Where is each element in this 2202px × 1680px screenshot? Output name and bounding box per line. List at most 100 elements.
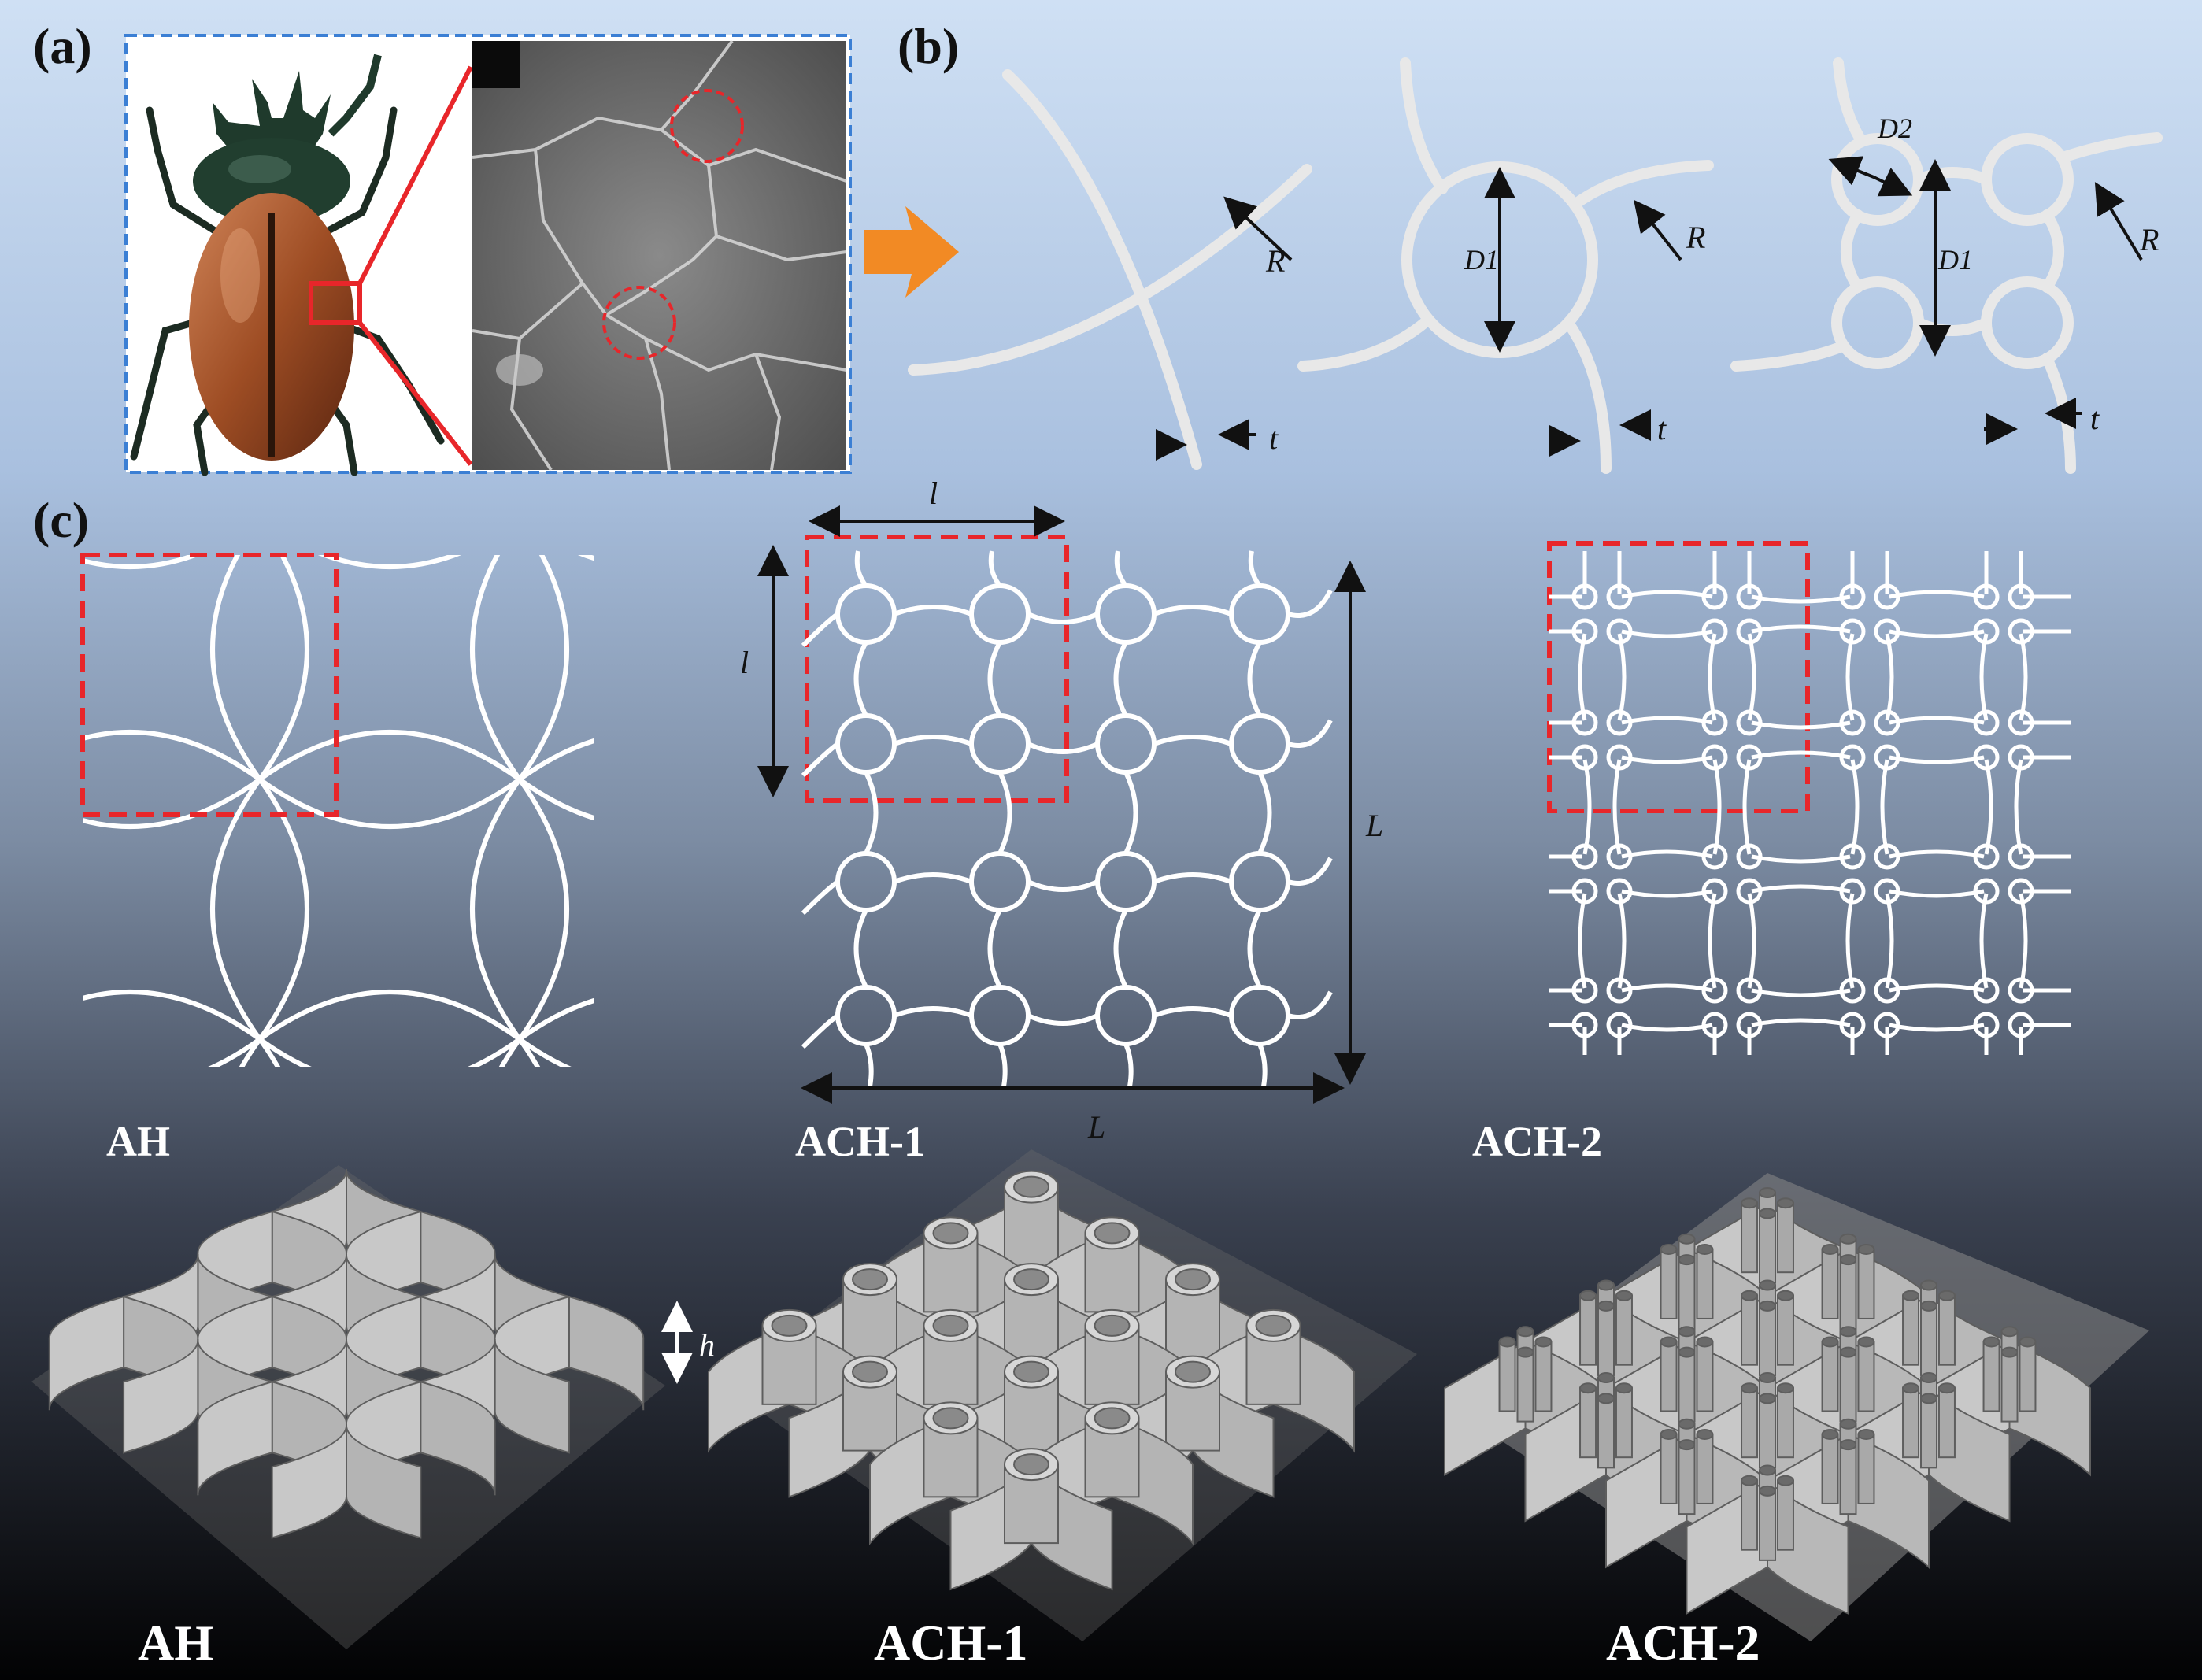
ach2-col-connector	[1742, 551, 1756, 1055]
label-ach2-2d: ACH-2	[1472, 1118, 1602, 1165]
ach2-3d-tube-top	[1678, 1346, 1696, 1358]
ach1-col-connector	[1247, 550, 1272, 1087]
ach2-3d-tube-top	[2000, 1326, 2019, 1338]
ach2-3d-tube-top	[1597, 1300, 1615, 1312]
ach2-3d-tube	[1937, 1387, 1956, 1459]
ach2-3d-tube-top	[1615, 1382, 1633, 1394]
ah-3d-wall	[420, 1380, 496, 1496]
ach2-3d-tube	[1759, 1489, 1776, 1561]
ach2-3d-tube-top	[1696, 1336, 1714, 1348]
ach2-3d-tube	[1678, 1259, 1696, 1330]
ach2-3d-tube	[1857, 1433, 1875, 1504]
ach2-3d-tube-top	[1741, 1290, 1759, 1301]
ach2-3d-tube	[1920, 1304, 1937, 1376]
dim-label-t-ach2: t	[2090, 401, 2100, 436]
ach2-3d-tube-top	[1920, 1372, 1937, 1384]
ach2-3d-tube	[1615, 1387, 1633, 1459]
ach2-3d-tube	[1597, 1397, 1615, 1469]
ach2-3d-tube	[1821, 1248, 1839, 1319]
ach1-3d-tube-hole	[852, 1360, 888, 1383]
ach2-3d-tube-top	[1776, 1197, 1794, 1209]
ach2-3d-tube-top	[1741, 1382, 1759, 1394]
ach2-3d-tube	[1821, 1341, 1839, 1412]
ach2-3d-tube-top	[1759, 1372, 1776, 1384]
ach2-3d-tube	[1696, 1248, 1714, 1319]
ach2-3d-tube-top	[1579, 1290, 1597, 1301]
zoom-line-bottom	[357, 321, 473, 466]
ach2-row-connector	[1549, 849, 2071, 864]
ach2-3d-tube-top	[1534, 1336, 1553, 1348]
ah-3d-wall	[494, 1339, 570, 1454]
ach2-3d-tube	[1579, 1294, 1597, 1366]
ach2-3d-tube-top	[1759, 1464, 1776, 1476]
ach2-3d-tube	[1821, 1433, 1839, 1504]
ach2-3d-tube-top	[1759, 1300, 1776, 1312]
ach2-3d-tube	[1615, 1294, 1633, 1366]
ach2-3d-tube-top	[2019, 1336, 2037, 1348]
ach2-3d-tube-top	[1696, 1243, 1714, 1255]
ach2-3d-tube-top	[1516, 1346, 1534, 1358]
ah-3d-wall	[271, 1424, 348, 1539]
ach1-col-connector	[987, 550, 1012, 1087]
ach1-3d-tube-hole	[1094, 1314, 1131, 1337]
ach2-3d-tube	[1696, 1341, 1714, 1412]
ach2-3d-tube-top	[1516, 1326, 1534, 1338]
dimension-annotations-b	[1156, 156, 2143, 461]
ach2-3d-tube-top	[1759, 1279, 1776, 1291]
dim-label-R-ach2: R	[2139, 222, 2159, 257]
ach2-row-connector	[1549, 1018, 2071, 1032]
ach2-3d-tube	[1937, 1294, 1956, 1366]
dim-label-h: h	[699, 1327, 715, 1363]
dim-label-l-vertical: l	[740, 645, 749, 680]
ach2-3d-tube	[1759, 1304, 1776, 1376]
ach2-3d-tube	[1660, 1341, 1678, 1412]
ach2-row-connector	[1549, 624, 2071, 638]
ach2-3d-tube	[1498, 1341, 1516, 1412]
label-ach1-2d: ACH-1	[795, 1118, 925, 1165]
ach2-3d-tube	[1902, 1294, 1920, 1366]
ach2-3d-tube	[1741, 1202, 1759, 1274]
ach2-3d-tube-top	[1741, 1475, 1759, 1486]
ah-3d-model	[31, 1165, 665, 1649]
ach2-3d-model	[1444, 1173, 2149, 1641]
ach2-3d-tube-top	[1579, 1382, 1597, 1394]
ach2-3d-tube-top	[1696, 1428, 1714, 1440]
ach2-2d-lattice	[1547, 541, 2071, 1055]
ah-3d-wall	[123, 1339, 199, 1454]
ach2-3d-tube	[1759, 1397, 1776, 1469]
ach2-3d-tube-top	[1839, 1326, 1857, 1338]
panel-label-b: (b)	[897, 18, 959, 74]
ach2-3d-tube	[1579, 1387, 1597, 1459]
ach2-3d-tube-top	[1759, 1485, 1776, 1497]
ach2-3d-tube-top	[1857, 1336, 1875, 1348]
ach1-3d-model	[708, 1149, 1417, 1641]
ach2-3d-tube	[1902, 1387, 1920, 1459]
ach2-3d-tube	[1534, 1341, 1553, 1412]
ach2-3d-tube-top	[1839, 1439, 1857, 1451]
ach2-3d-tube-top	[1678, 1326, 1696, 1338]
ah-3d-wall	[197, 1380, 273, 1496]
label-ah-2d: AH	[106, 1118, 170, 1165]
ah-3d-wall	[48, 1295, 125, 1411]
ach2-3d-tube-top	[1839, 1346, 1857, 1358]
ach2-3d-tube	[1696, 1433, 1714, 1504]
ach2-3d-tube-top	[1902, 1382, 1920, 1394]
ach2-col-connector	[1979, 551, 1993, 1055]
ach2-3d-tube	[1839, 1444, 1857, 1515]
beetle-illustration	[130, 54, 445, 476]
dim-label-L-vertical: L	[1365, 808, 1383, 843]
ach2-row-connector	[1549, 884, 2071, 898]
ach2-3d-tube-top	[1821, 1243, 1839, 1255]
ach2-3d-tube-top	[1902, 1290, 1920, 1301]
ach2-3d-tube-top	[1982, 1336, 2000, 1348]
ach2-col-connector	[1880, 551, 1894, 1055]
ach1-3d-tube-hole	[1175, 1360, 1211, 1383]
ach1-3d-tube-hole	[932, 1314, 969, 1337]
ach1-3d-tube-hole	[1094, 1222, 1131, 1245]
ach2-3d-tube-top	[1776, 1382, 1794, 1394]
ach2-3d-tube	[2019, 1341, 2037, 1412]
ach2-3d-tube-top	[1821, 1428, 1839, 1440]
ach1-3d-tube-hole	[1013, 1360, 1049, 1383]
ach2-3d-tube-top	[1759, 1393, 1776, 1404]
